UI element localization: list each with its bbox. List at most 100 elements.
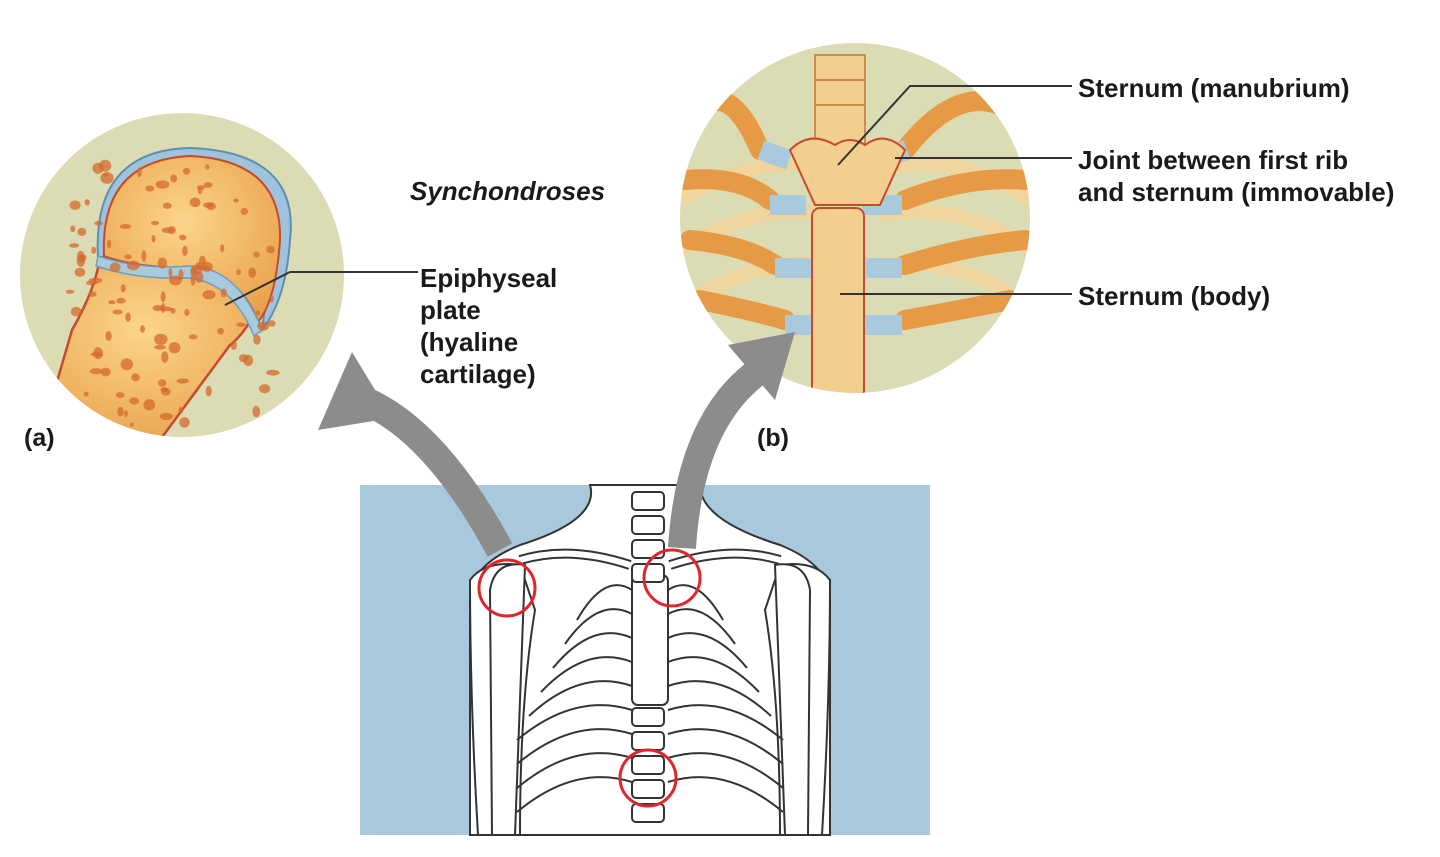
bone-pore	[198, 255, 206, 268]
bone-pore	[112, 309, 123, 315]
bone-pore	[120, 284, 126, 293]
bone-pore	[155, 180, 170, 189]
rib	[667, 632, 748, 669]
bone-pore	[65, 289, 75, 294]
highlight-first-rib-joint	[642, 548, 702, 608]
bone-pore	[141, 250, 147, 262]
bone-pore	[116, 297, 126, 304]
bone-pore	[143, 399, 156, 411]
bone-pore	[120, 358, 134, 371]
bone-pore	[129, 422, 134, 427]
bone-pore	[202, 290, 216, 300]
bone-pore	[77, 227, 87, 236]
rib-cage	[516, 584, 784, 813]
figure-title: Synchondroses	[410, 176, 606, 206]
bone-pore	[125, 312, 131, 323]
bone-pore	[101, 418, 111, 425]
bone-pore	[178, 406, 184, 414]
bone-pore	[160, 387, 169, 392]
bone-pore	[252, 405, 261, 418]
bone-pore	[84, 199, 90, 206]
bone-pore	[91, 246, 97, 254]
bone-pore	[161, 351, 169, 363]
bone-pore	[240, 207, 248, 216]
bone-pore	[93, 347, 103, 360]
bone-pore	[126, 260, 140, 271]
bone-pore	[154, 333, 168, 345]
leader-epiphyseal	[224, 271, 291, 306]
label-line: Joint between first rib	[1078, 145, 1349, 175]
bone-pore	[253, 334, 261, 345]
bone-pore	[194, 271, 204, 283]
vertebra	[631, 707, 665, 727]
bone-pore	[197, 187, 203, 195]
bone-pore	[217, 327, 224, 335]
panel-a-letter: (a)	[24, 424, 55, 452]
rib	[667, 680, 772, 717]
bone-pore	[70, 225, 76, 233]
bone-pore	[89, 368, 103, 375]
rib	[667, 728, 784, 765]
bone-pore	[109, 262, 121, 273]
trachea	[814, 54, 866, 146]
bone-pore	[258, 384, 271, 394]
highlight-vertebra	[618, 748, 678, 808]
bone-pore	[170, 174, 178, 183]
highlight-humerus-head	[477, 558, 537, 618]
bone-pore	[190, 273, 196, 286]
bone-pore	[157, 257, 167, 269]
right-humerus	[773, 563, 812, 836]
rib	[516, 704, 633, 741]
bone-pore	[137, 167, 142, 178]
bone-pore	[151, 220, 159, 226]
bone-pore	[161, 227, 174, 234]
bone-pore	[169, 275, 182, 286]
vertebra	[631, 779, 665, 799]
bone-pore	[236, 269, 242, 275]
bone-pore	[129, 397, 140, 405]
rib	[667, 608, 736, 645]
bone-pore	[105, 331, 112, 341]
bone-pore	[157, 379, 167, 387]
bone-pore	[266, 245, 275, 254]
vertebra	[631, 803, 665, 823]
bone-pore	[161, 302, 166, 313]
bone-pore	[220, 244, 225, 253]
rib	[552, 632, 633, 669]
rib	[528, 680, 633, 717]
bone-pore	[159, 412, 173, 421]
left-humerus	[488, 563, 527, 836]
label-line: cartilage)	[420, 359, 536, 389]
bone-pore	[140, 325, 145, 333]
bone-pore	[203, 182, 213, 188]
sternum-body	[811, 207, 865, 393]
rib	[540, 656, 633, 693]
bone-pore	[266, 369, 280, 376]
bone-pore	[203, 202, 214, 208]
bone-pore	[70, 306, 82, 317]
rib	[576, 584, 633, 621]
bone-pore	[68, 243, 80, 248]
rib	[667, 704, 784, 741]
torso-skeleton	[360, 484, 930, 836]
rib	[667, 656, 760, 693]
vertebral-column	[631, 491, 665, 823]
manubrium-label: Sternum (manubrium)	[1078, 73, 1350, 103]
vertebra	[631, 491, 665, 511]
bone-pore	[220, 288, 227, 298]
bone-pore	[205, 385, 212, 397]
rib	[516, 752, 633, 789]
manubrium	[788, 137, 907, 206]
bone-pore	[69, 200, 81, 210]
bone-pore	[205, 164, 210, 170]
bone-pore	[182, 167, 191, 175]
bone-pore	[168, 342, 181, 354]
bone-pore	[94, 220, 103, 226]
bone-pore	[182, 245, 188, 256]
bone-pore	[196, 265, 210, 271]
joint-label: Joint between first rib and sternum (imm…	[1078, 144, 1394, 208]
panel-b-letter: (b)	[757, 424, 789, 452]
bone-pore	[124, 410, 128, 418]
